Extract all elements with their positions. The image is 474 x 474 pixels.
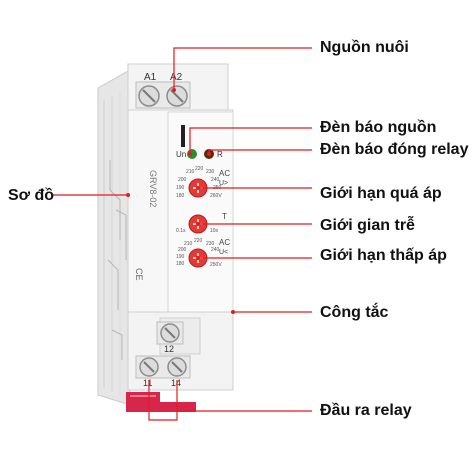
- label-switch: Công tắc: [320, 303, 388, 322]
- label-over-voltage: Giới hạn quá áp: [320, 184, 442, 203]
- dial2-tick-1: 10s: [210, 228, 219, 234]
- dial1-tick-8: 260V: [210, 193, 222, 199]
- terminal-a2-label: A2: [170, 72, 183, 83]
- terminal-a1-label: A1: [144, 72, 157, 83]
- dial1-tick-5: 190: [176, 185, 185, 191]
- dial3-tick-2: 200: [178, 247, 187, 253]
- label-power-supply: Nguồn nuôi: [320, 38, 409, 57]
- label-power-led: Đèn báo nguồn: [320, 118, 436, 137]
- indicator-slot: [181, 125, 185, 147]
- dial3-tick-1: 220: [194, 238, 203, 244]
- terminal-12-label: 12: [164, 344, 174, 354]
- dial1-tick-3: 200: [178, 177, 187, 183]
- label-relay-led: Đèn báo đóng relay: [320, 140, 470, 159]
- terminal-11-label: 11: [143, 378, 152, 388]
- led-un-label: Un: [176, 150, 186, 159]
- t-mark-label: T: [222, 212, 227, 221]
- terminal-14-label: 14: [171, 378, 181, 388]
- ac-top-label: AC: [219, 169, 230, 178]
- model-label: GRV8-02: [148, 170, 158, 207]
- dial3-tick-4: 190: [176, 254, 185, 260]
- led-r-label: R: [217, 150, 223, 159]
- dial1-tick-2: 230: [206, 169, 215, 175]
- ac-bottom-label: AC: [219, 238, 230, 247]
- label-diagram: Sơ đồ: [8, 186, 54, 205]
- label-delay-time: Giới gian trễ: [320, 216, 415, 235]
- label-under-voltage: Giới hạn thấp áp: [320, 246, 447, 265]
- u-minus-label: U<: [219, 249, 228, 256]
- u-plus-label: U>: [219, 180, 228, 187]
- dial1-tick-0: 210: [186, 169, 195, 175]
- dial3-tick-6: 180: [176, 261, 185, 267]
- dial1-tick-1: 220: [195, 166, 204, 172]
- dial2-tick-0: 0.1s: [176, 228, 186, 234]
- label-relay-output: Đầu ra relay: [320, 401, 412, 420]
- dial3-tick-7: 250V: [210, 262, 222, 268]
- dial1-tick-7: 180: [176, 193, 185, 199]
- housing-side: [98, 70, 130, 405]
- ce-mark: CE: [134, 268, 144, 281]
